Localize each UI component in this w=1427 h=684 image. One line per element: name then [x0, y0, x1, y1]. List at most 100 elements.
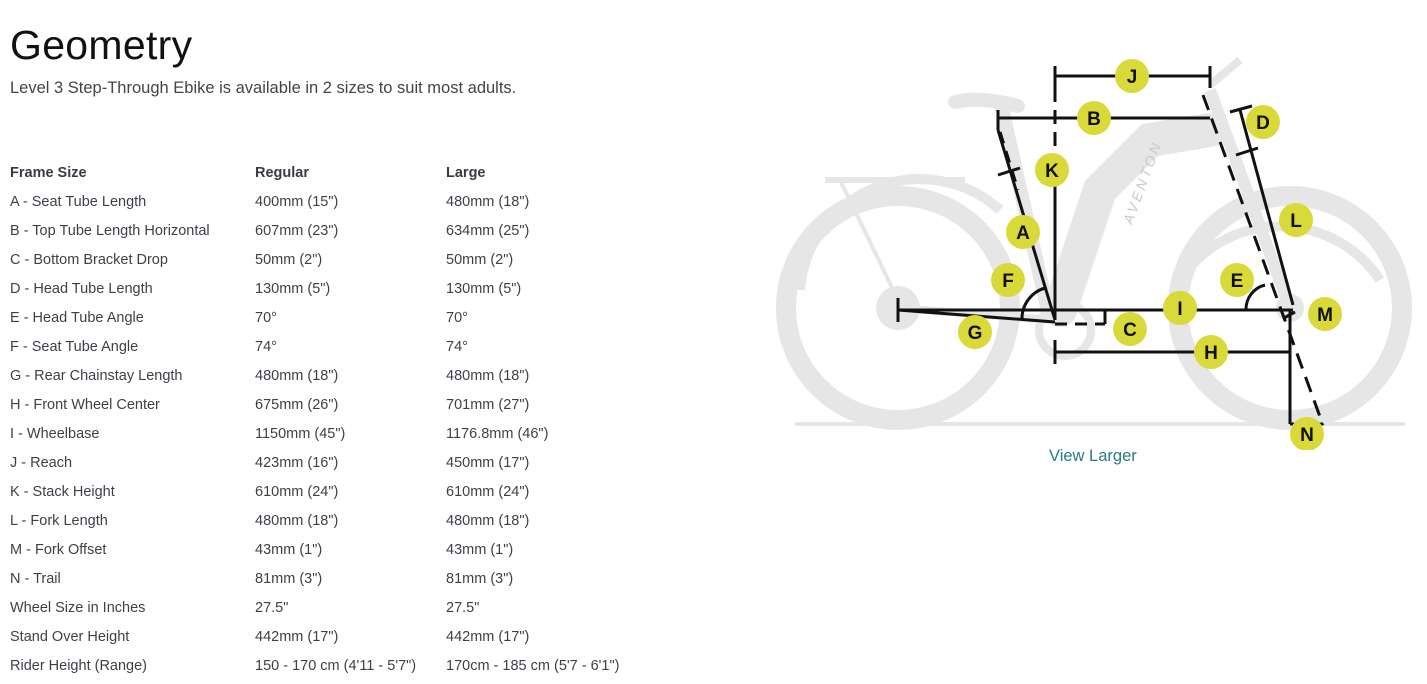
table-row: I - Wheelbase 1150mm (45") 1176.8mm (46"): [10, 419, 646, 448]
view-larger-link[interactable]: View Larger: [1049, 447, 1137, 465]
regular-value: 50mm (2"): [255, 251, 323, 268]
regular-value: 442mm (17"): [255, 628, 339, 645]
regular-value: 400mm (15"): [255, 193, 339, 210]
badge-a: A: [1006, 215, 1040, 249]
badge-g: G: [958, 315, 992, 349]
svg-text:B: B: [1087, 109, 1101, 130]
badge-f: F: [991, 263, 1025, 297]
regular-value: 70°: [255, 309, 277, 326]
large-value: 27.5": [446, 599, 480, 616]
table-row: F - Seat Tube Angle 74° 74°: [10, 332, 646, 361]
table-row: D - Head Tube Length 130mm (5") 130mm (5"): [10, 274, 646, 303]
large-value: 634mm (25"): [446, 222, 530, 239]
row-label: A - Seat Tube Length: [10, 193, 147, 210]
badge-j: J: [1115, 59, 1149, 93]
large-value: 480mm (18"): [446, 193, 530, 210]
badge-k: K: [1035, 153, 1069, 187]
row-label: M - Fork Offset: [10, 541, 107, 558]
badge-l: L: [1279, 203, 1313, 237]
large-value: 170cm - 185 cm (5'7 - 6'1"): [446, 657, 620, 674]
row-label: H - Front Wheel Center: [10, 396, 160, 413]
regular-value: 607mm (23"): [255, 222, 339, 239]
large-value: 450mm (17"): [446, 454, 530, 471]
row-label: J - Reach: [10, 454, 73, 471]
svg-text:M: M: [1317, 305, 1333, 326]
large-value: 74°: [446, 338, 468, 355]
large-value: 1176.8mm (46"): [446, 425, 549, 442]
row-label: N - Trail: [10, 570, 61, 587]
row-label: K - Stack Height: [10, 483, 115, 500]
row-label: Stand Over Height: [10, 628, 130, 645]
large-value: 442mm (17"): [446, 628, 530, 645]
svg-text:C: C: [1123, 320, 1137, 341]
badge-d: D: [1246, 105, 1280, 139]
regular-value: 27.5": [255, 599, 289, 616]
regular-value: 610mm (24"): [255, 483, 339, 500]
badge-h: H: [1194, 335, 1228, 369]
regular-value: 480mm (18"): [255, 367, 339, 384]
large-value: 50mm (2"): [446, 251, 514, 268]
large-value: 480mm (18"): [446, 512, 530, 529]
large-value: 43mm (1"): [446, 541, 514, 558]
table-row: Rider Height (Range) 150 - 170 cm (4'11 -…: [10, 651, 646, 680]
regular-value: 81mm (3"): [255, 570, 323, 587]
svg-text:E: E: [1231, 271, 1244, 292]
regular-value: 150 - 170 cm (4'11 - 5'7"): [255, 657, 417, 674]
large-value: 610mm (24"): [446, 483, 530, 500]
row-label: Wheel Size in Inches: [10, 599, 146, 616]
table-row: G - Rear Chainstay Length 480mm (18") 480m…: [10, 361, 646, 390]
regular-value: 1150mm (45"): [255, 425, 346, 442]
bike-geometry-diagram[interactable]: AVENTON: [770, 40, 1420, 450]
svg-text:D: D: [1256, 113, 1270, 134]
large-value: 70°: [446, 309, 468, 326]
regular-value: 130mm (5"): [255, 280, 331, 297]
large-value: 480mm (18"): [446, 367, 530, 384]
regular-value: 480mm (18"): [255, 512, 339, 529]
measurement-badges: J B D K L A F E I M G C H N: [958, 59, 1342, 450]
column-header-regular: Regular: [255, 164, 309, 181]
row-label: B - Top Tube Length Horizontal: [10, 222, 210, 239]
table-row: N - Trail 81mm (3") 81mm (3"): [10, 564, 646, 593]
large-value: 130mm (5"): [446, 280, 522, 297]
svg-text:H: H: [1204, 343, 1218, 364]
table-row: K - Stack Height 610mm (24") 610mm (24"): [10, 477, 646, 506]
row-label: D - Head Tube Length: [10, 280, 153, 297]
table-row: Wheel Size in Inches 27.5" 27.5": [10, 593, 646, 622]
badge-n: N: [1290, 417, 1324, 450]
table-row: Stand Over Height 442mm (17") 442mm (17"): [10, 622, 646, 651]
table-row: L - Fork Length 480mm (18") 480mm (18"): [10, 506, 646, 535]
regular-value: 74°: [255, 338, 277, 355]
badge-e: E: [1220, 263, 1254, 297]
table-row: B - Top Tube Length Horizontal 607mm (23"…: [10, 216, 646, 245]
svg-text:K: K: [1045, 161, 1059, 182]
large-value: 701mm (27"): [446, 396, 530, 413]
table-row: M - Fork Offset 43mm (1") 43mm (1"): [10, 535, 646, 564]
regular-value: 43mm (1"): [255, 541, 323, 558]
table-row: E - Head Tube Angle 70° 70°: [10, 303, 646, 332]
svg-text:J: J: [1127, 67, 1138, 88]
row-label: Rider Height (Range): [10, 657, 148, 674]
column-header-frame-size: Frame Size: [10, 164, 87, 181]
svg-text:A: A: [1016, 223, 1030, 244]
row-label: C - Bottom Bracket Drop: [10, 251, 168, 268]
row-label: G - Rear Chainstay Length: [10, 367, 183, 384]
svg-text:L: L: [1290, 211, 1302, 232]
badge-c: C: [1113, 312, 1147, 346]
regular-value: 423mm (16"): [255, 454, 339, 471]
svg-text:G: G: [968, 323, 983, 344]
large-value: 81mm (3"): [446, 570, 514, 587]
page-title: Geometry: [10, 22, 193, 68]
row-label: I - Wheelbase: [10, 425, 100, 442]
row-label: L - Fork Length: [10, 512, 108, 529]
geometry-table: Frame Size Regular Large A - Seat Tube L…: [10, 158, 646, 680]
svg-text:F: F: [1002, 271, 1014, 292]
badge-i: I: [1163, 291, 1197, 325]
badge-m: M: [1308, 297, 1342, 331]
row-label: F - Seat Tube Angle: [10, 338, 139, 355]
row-label: E - Head Tube Angle: [10, 309, 144, 326]
badge-b: B: [1077, 101, 1111, 135]
svg-text:I: I: [1177, 299, 1182, 320]
table-row: A - Seat Tube Length 400mm (15") 480mm (18…: [10, 187, 646, 216]
table-row: J - Reach 423mm (16") 450mm (17"): [10, 448, 646, 477]
